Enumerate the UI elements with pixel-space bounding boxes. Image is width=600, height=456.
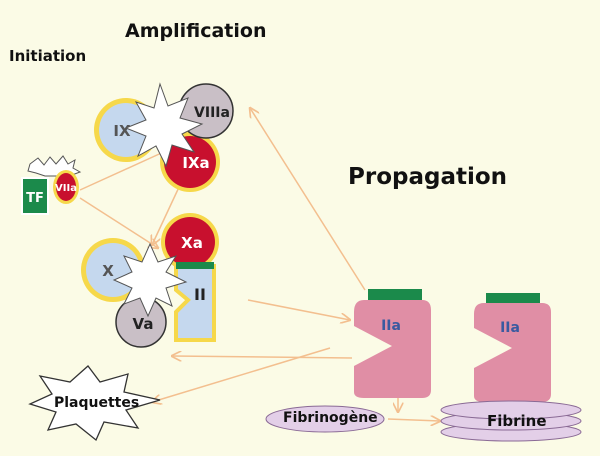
ix-circle (99, 103, 153, 157)
fibrine-label: Fibrine (487, 412, 547, 430)
ix-label: IX (113, 122, 131, 140)
amplification-title: Amplification (125, 20, 267, 42)
va-label: Va (133, 315, 154, 333)
ii-shape (174, 264, 216, 342)
arrow-iia-to-viiia (250, 108, 366, 291)
starburst-amplification (124, 82, 204, 168)
xa-circle (165, 217, 215, 267)
iia-left-label: IIa (381, 318, 401, 334)
iia-left-shape (354, 300, 431, 398)
x-label: X (102, 262, 114, 280)
iia-right-label: IIa (500, 320, 520, 336)
iia-right-shape (474, 303, 551, 402)
prothrombinase-complex: X Xa II Va (81, 213, 219, 348)
arrow-iia-to-va (172, 356, 353, 358)
tenase-complex: IX IXa VIIIa (94, 82, 234, 192)
propagation-title: Propagation (348, 164, 508, 190)
arrow-ixa-to-xa (152, 184, 181, 245)
iia-left-cap (368, 289, 422, 302)
ii-green-cap (176, 262, 214, 269)
viiia-label: VIIIa (194, 105, 230, 121)
viia-circle (56, 173, 76, 201)
starburst-propagation (112, 242, 188, 318)
arrow-iia-to-plaquettes (152, 347, 331, 402)
initiation-title: Initiation (9, 47, 87, 65)
arrow-ii-to-iia (247, 299, 350, 320)
tf-label: TF (26, 191, 44, 206)
arrow-viia-to-xa (79, 197, 158, 248)
fibrine-stack (440, 400, 582, 442)
plaquettes-starburst (28, 365, 161, 442)
iia-right-cap (486, 293, 540, 305)
thrombin-left: IIa (354, 289, 431, 398)
ixa-label: IXa (182, 154, 209, 172)
arrow-fibrinogene-to-fibrine (387, 419, 440, 421)
fibrinogene-label: Fibrinogène (283, 410, 378, 426)
initiation-complex: TF VIIa (21, 155, 82, 215)
arrows (79, 108, 440, 421)
plaquettes-label: Plaquettes (54, 395, 140, 411)
ixa-circle (164, 136, 216, 188)
ii-label: II (194, 285, 206, 304)
fibrinogene-ellipse (265, 405, 385, 433)
tf-box (21, 177, 49, 215)
thrombin-right: IIa (474, 293, 551, 402)
arrow-viia-to-ixa (79, 150, 168, 191)
xa-label: Xa (181, 234, 203, 252)
fibrine-layer-top (440, 400, 582, 420)
viia-label: VIIa (55, 183, 77, 194)
